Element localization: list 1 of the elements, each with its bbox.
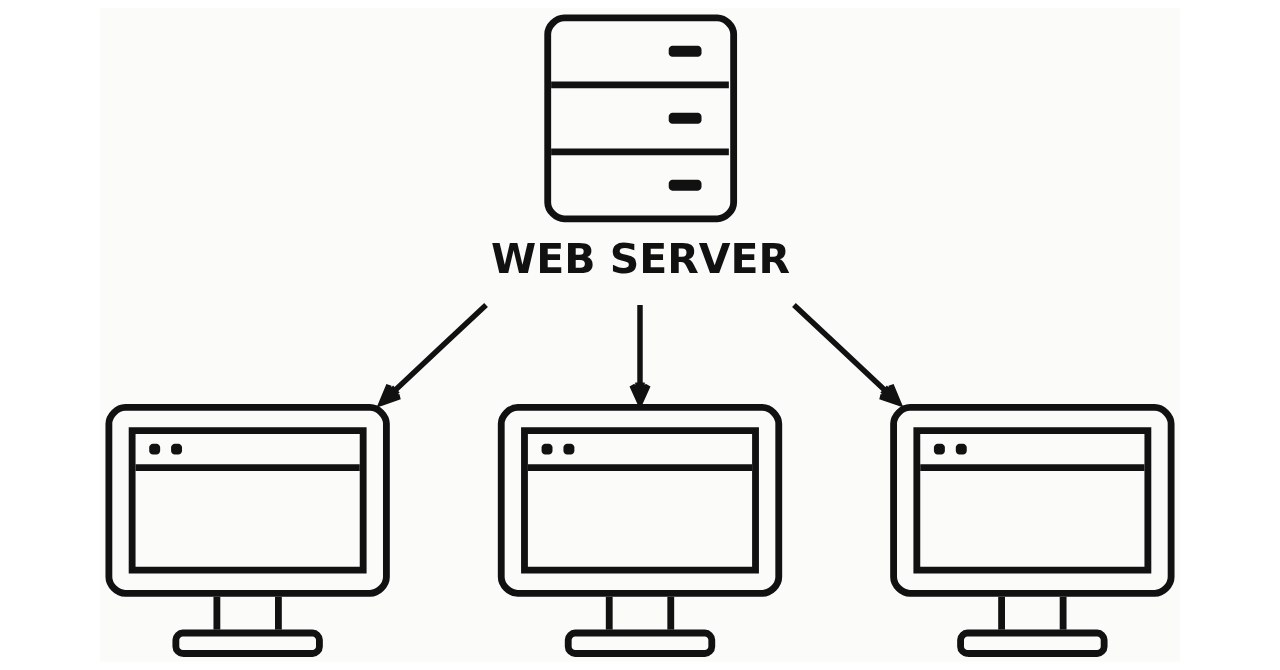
- node-label: WEB SERVER: [490, 234, 791, 283]
